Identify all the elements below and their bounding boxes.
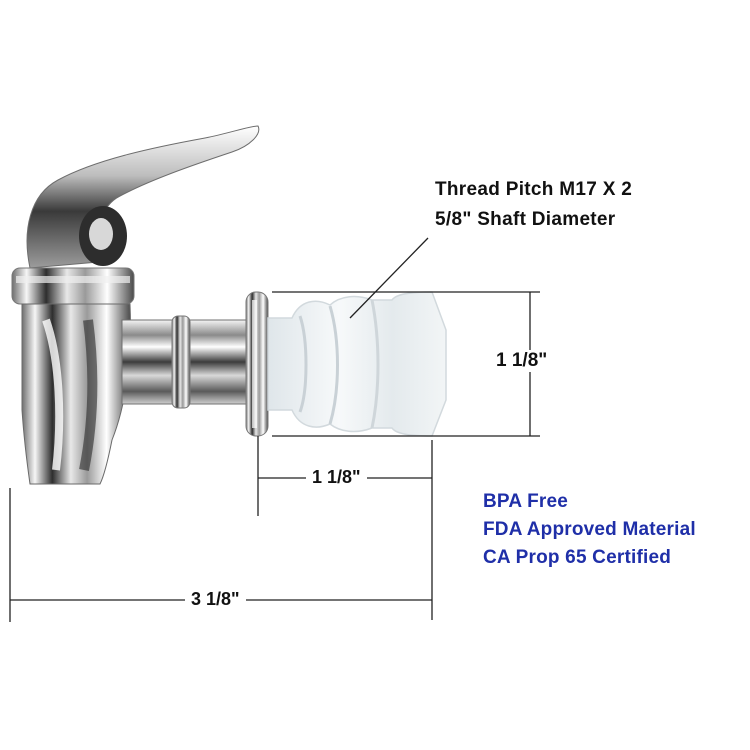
total-length-dimension-label: 3 1/8" <box>185 589 246 610</box>
shaft-length-dimension-label: 1 1/8" <box>306 467 367 488</box>
certification-item: FDA Approved Material <box>483 519 696 540</box>
spigot-main-body <box>21 303 131 485</box>
spigot-body <box>11 125 269 485</box>
thread-pitch-label: Thread Pitch M17 X 2 <box>435 179 633 200</box>
certification-item: CA Prop 65 Certified <box>483 547 672 568</box>
plastic-thread-nut <box>267 291 447 437</box>
certification-item: BPA Free <box>483 491 569 512</box>
height-dimension-label: 1 1/8" <box>492 350 552 372</box>
shaft-diameter-label: 5/8" Shaft Diameter <box>435 209 616 230</box>
certifications-list: BPA Free FDA Approved Material CA Prop 6… <box>483 488 696 572</box>
spigot-lever <box>26 125 260 269</box>
spec-callout: Thread Pitch M17 X 2 5/8" Shaft Diameter <box>435 175 632 235</box>
